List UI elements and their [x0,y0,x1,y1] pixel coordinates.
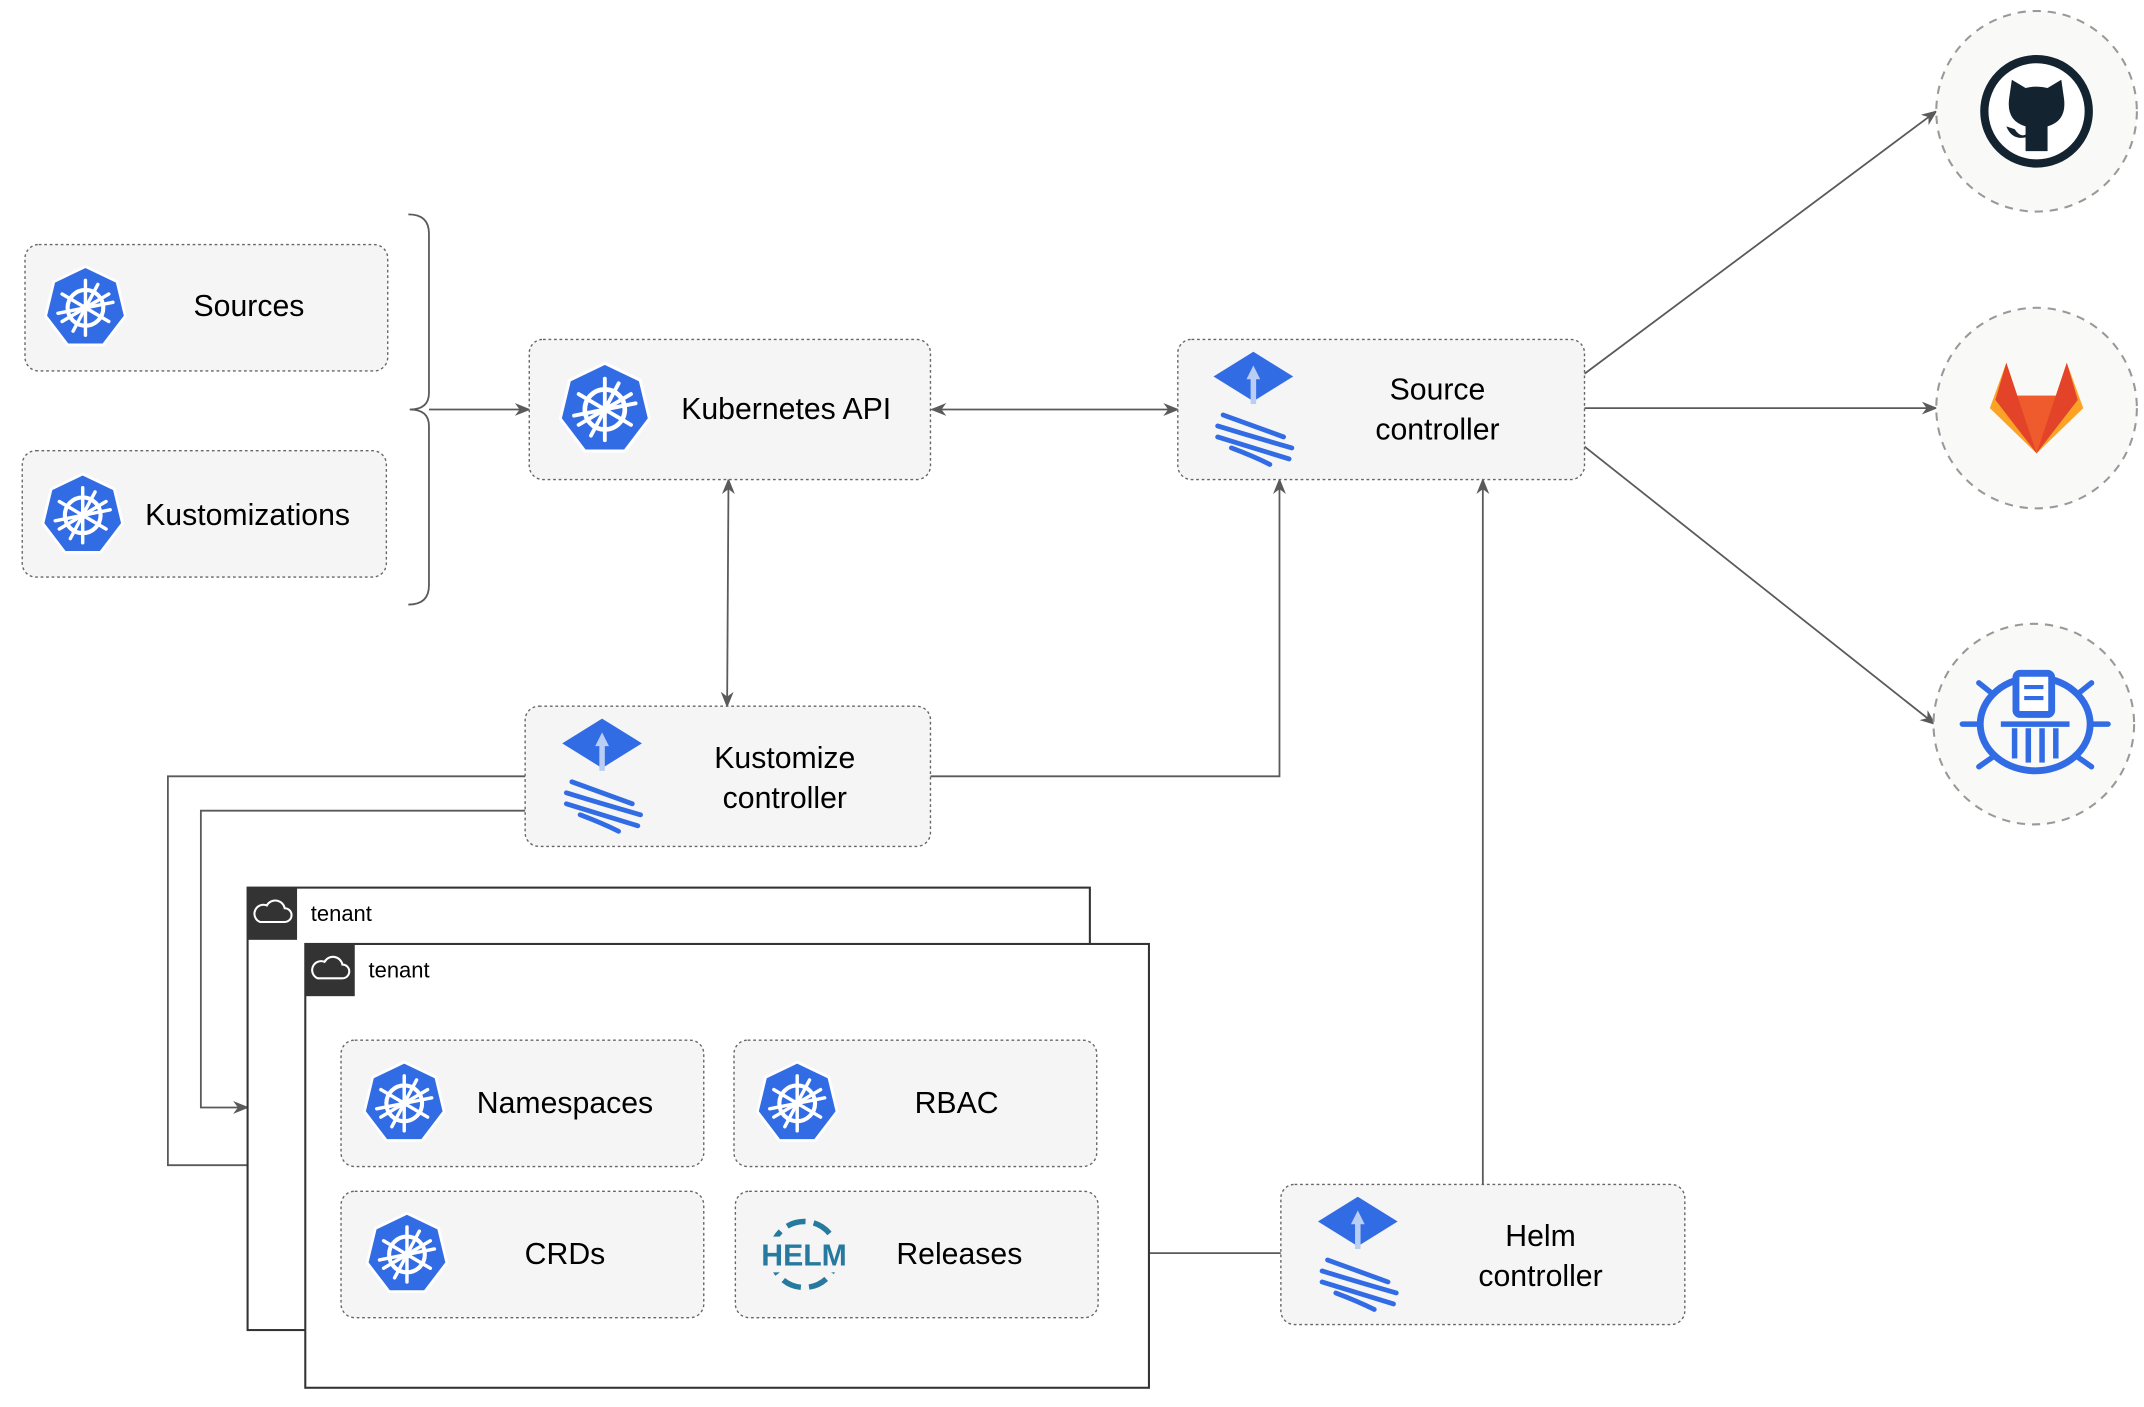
node-label: Namespaces [477,1087,653,1120]
github-icon [1980,54,2093,168]
node-rbac[interactable]: RBAC [733,1039,1098,1168]
node-label-line: Kustomize [714,742,855,775]
edge-kustomize-to-tenant-front [166,775,526,1172]
node-crds[interactable]: CRDs [340,1190,705,1319]
edge-kustomize-to-tenant-back [199,809,526,1114]
node-label-line: controller [1478,1260,1602,1293]
github-node[interactable] [1935,9,2138,213]
edge-source-to-github [1583,110,1938,375]
tenant-label: tenant [311,901,372,926]
node-namespaces[interactable]: Namespaces [340,1039,705,1168]
edge-kustomize-to-source [930,477,1286,778]
helm-icon: HELM [758,1218,850,1291]
node-label: Kubernetes API [681,393,891,426]
node-kubernetes-api[interactable]: Kubernetes API [528,338,932,481]
node-source-controller[interactable]: Source controller [1177,338,1586,481]
edge-source-to-bucket [1583,445,1937,726]
node-kustomize-controller[interactable]: Kustomize controller [524,705,932,848]
node-label-line: Source [1390,374,1486,407]
node-sources[interactable]: Sources [24,243,389,372]
brace [408,213,430,606]
tenant-label: tenant [369,958,430,983]
gitlab-icon [1989,362,2084,454]
node-helm-controller[interactable]: Helm controller [1280,1183,1686,1326]
node-kustomizations[interactable]: Kustomizations [21,449,388,578]
node-label: Releases [896,1238,1022,1271]
node-label: CRDs [525,1238,606,1271]
edge-api-kustomize-controller [720,477,735,708]
gitlab-node[interactable] [1935,306,2138,510]
bucket-icon [1959,669,2111,775]
node-label: RBAC [915,1087,999,1120]
node-label: Kustomizations [145,499,350,532]
node-label-line: controller [723,782,847,815]
node-label-line: Helm [1505,1220,1576,1253]
node-label-line: controller [1375,414,1499,447]
bucket-node[interactable] [1932,622,2136,826]
node-label: Sources [194,290,305,323]
svg-text:HELM: HELM [761,1239,847,1272]
node-releases[interactable]: HELM Releases [734,1190,1099,1319]
